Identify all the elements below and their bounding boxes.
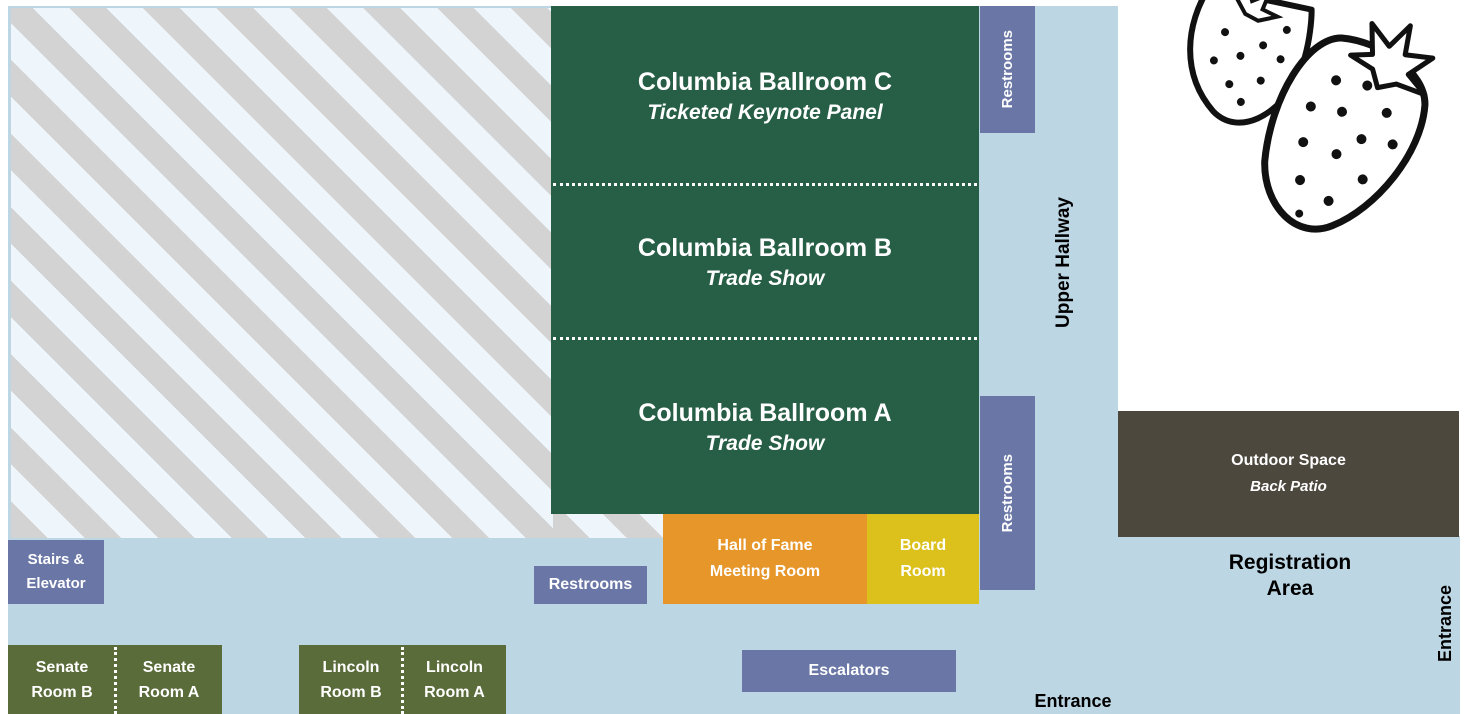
ballroom-b-name: Columbia Ballroom B	[637, 234, 893, 262]
registration-area-label: Registration Area	[1180, 550, 1400, 602]
restrooms-lower-label: Restrooms	[548, 576, 633, 593]
ballroom-c-subtitle: Ticketed Keynote Panel	[647, 100, 883, 124]
outdoor-name: Outdoor Space	[1231, 452, 1346, 469]
outdoor-subtitle: Back Patio	[1250, 478, 1327, 495]
escalators[interactable]: Escalators	[742, 650, 956, 692]
senate-b-line2: Room B	[31, 683, 93, 701]
senate-a-line2: Room A	[138, 683, 200, 701]
ballroom-c-name: Columbia Ballroom C	[637, 67, 893, 96]
lincoln-divider	[401, 647, 404, 714]
ballroom-a-subtitle: Trade Show	[705, 431, 825, 455]
columbia-ballroom-b[interactable]: Columbia Ballroom B Trade Show	[551, 185, 979, 339]
restrooms-lower[interactable]: Restrooms	[534, 566, 647, 604]
columbia-ballroom-a[interactable]: Columbia Ballroom A Trade Show	[551, 339, 979, 514]
board-room-line2: Room	[900, 563, 946, 580]
escalators-label: Escalators	[808, 662, 890, 679]
ballroom-divider-cb	[553, 183, 977, 186]
hall-of-fame-line2: Meeting Room	[709, 563, 821, 580]
lincoln-b-line2: Room B	[320, 683, 382, 701]
lincoln-a-line1: Lincoln	[426, 658, 483, 676]
strawberry-illustration	[1140, 0, 1471, 275]
senate-a-line1: Senate	[142, 658, 196, 676]
unavailable-area-extension	[553, 512, 663, 538]
columbia-ballroom-c[interactable]: Columbia Ballroom C Ticketed Keynote Pan…	[551, 6, 979, 185]
entrance-bottom-label: Entrance	[1034, 691, 1112, 711]
ballroom-divider-ba	[553, 337, 977, 340]
unavailable-area	[11, 8, 553, 538]
lincoln-a-line2: Room A	[424, 683, 485, 701]
outdoor-space[interactable]: Outdoor Space Back Patio	[1118, 411, 1459, 537]
entrance-right-label: Entrance	[1434, 585, 1455, 663]
upper-hallway-label: Upper Hallway	[1053, 197, 1074, 328]
registration-line1: Registration	[1228, 551, 1352, 574]
stairs-elevator[interactable]: Stairs & Elevator	[8, 540, 104, 604]
board-room[interactable]: Board Room	[867, 514, 979, 604]
restrooms-middle-label: Restrooms	[999, 453, 1016, 533]
senate-b-line1: Senate	[35, 658, 89, 676]
ballroom-a-name: Columbia Ballroom A	[638, 398, 892, 427]
restrooms-upper-label: Restrooms	[999, 30, 1016, 109]
hall-of-fame-meeting-room[interactable]: Hall of Fame Meeting Room	[663, 514, 867, 604]
senate-divider	[114, 647, 117, 714]
registration-line2: Area	[1266, 577, 1314, 600]
lincoln-b-line1: Lincoln	[322, 658, 380, 676]
ballroom-b-subtitle: Trade Show	[705, 267, 825, 290]
restrooms-upper[interactable]: Restrooms	[980, 6, 1035, 133]
hall-of-fame-line1: Hall of Fame	[717, 537, 813, 554]
stairs-line1: Stairs &	[27, 551, 85, 568]
board-room-line1: Board	[899, 537, 947, 554]
stairs-line2: Elevator	[26, 575, 86, 592]
restrooms-middle[interactable]: Restrooms	[980, 396, 1035, 590]
